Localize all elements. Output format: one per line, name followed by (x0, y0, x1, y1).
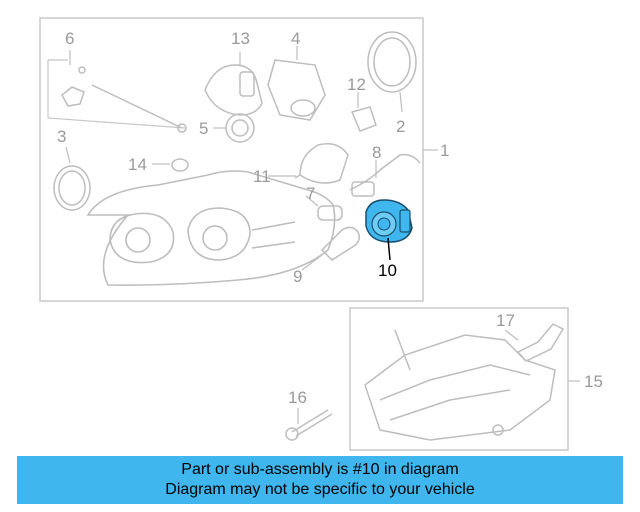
callout-10: 10 (378, 261, 397, 280)
part-17-clip (516, 323, 565, 362)
part-2-ring (367, 31, 417, 93)
part-7-bulb (317, 205, 343, 221)
part-13-bulb (204, 64, 263, 116)
part-5-ring (225, 113, 255, 143)
part-16-bolt (285, 409, 333, 441)
banner-line-part: Part or sub-assembly is #10 in diagram (181, 461, 459, 478)
callout-14: 14 (128, 155, 147, 174)
callout-4: 4 (291, 29, 301, 48)
callout-2: 2 (396, 117, 406, 136)
part-10-socket-highlighted (365, 199, 413, 243)
headlamp-assembly-frame (39, 17, 424, 302)
part-8-wire (349, 153, 421, 197)
callout-11: 11 (253, 167, 271, 186)
part-15-bracket (364, 329, 556, 441)
callout-9: 9 (293, 267, 303, 286)
callout-line-10 (387, 237, 391, 261)
callout-8: 8 (372, 143, 382, 162)
part-11-bulb (294, 143, 349, 184)
part-4-module (267, 59, 326, 121)
callout-7: 7 (306, 184, 316, 203)
callout-13: 13 (231, 29, 250, 48)
parts-diagram (39, 17, 580, 451)
callout-5: 5 (199, 119, 209, 138)
callout-6: 6 (65, 29, 75, 48)
part-12-clip (350, 106, 377, 132)
part-6-adjuster (61, 66, 187, 133)
callout-1: 1 (440, 141, 450, 160)
callout-12: 12 (347, 75, 366, 94)
bracket-assembly-frame (349, 307, 569, 451)
callout-16: 16 (288, 388, 307, 407)
banner-line-disclaimer: Diagram may not be specific to your vehi… (165, 481, 475, 498)
callout-3: 3 (57, 127, 67, 146)
part-9-bulb (320, 226, 361, 261)
callout-17: 17 (496, 311, 515, 330)
part-6-frame (47, 60, 186, 129)
callout-15: 15 (584, 372, 603, 391)
part-3-seal (53, 165, 91, 211)
info-banner: Part or sub-assembly is #10 in diagram D… (17, 456, 623, 504)
part-14-cap (171, 158, 189, 172)
headlamp-housing (86, 170, 336, 286)
